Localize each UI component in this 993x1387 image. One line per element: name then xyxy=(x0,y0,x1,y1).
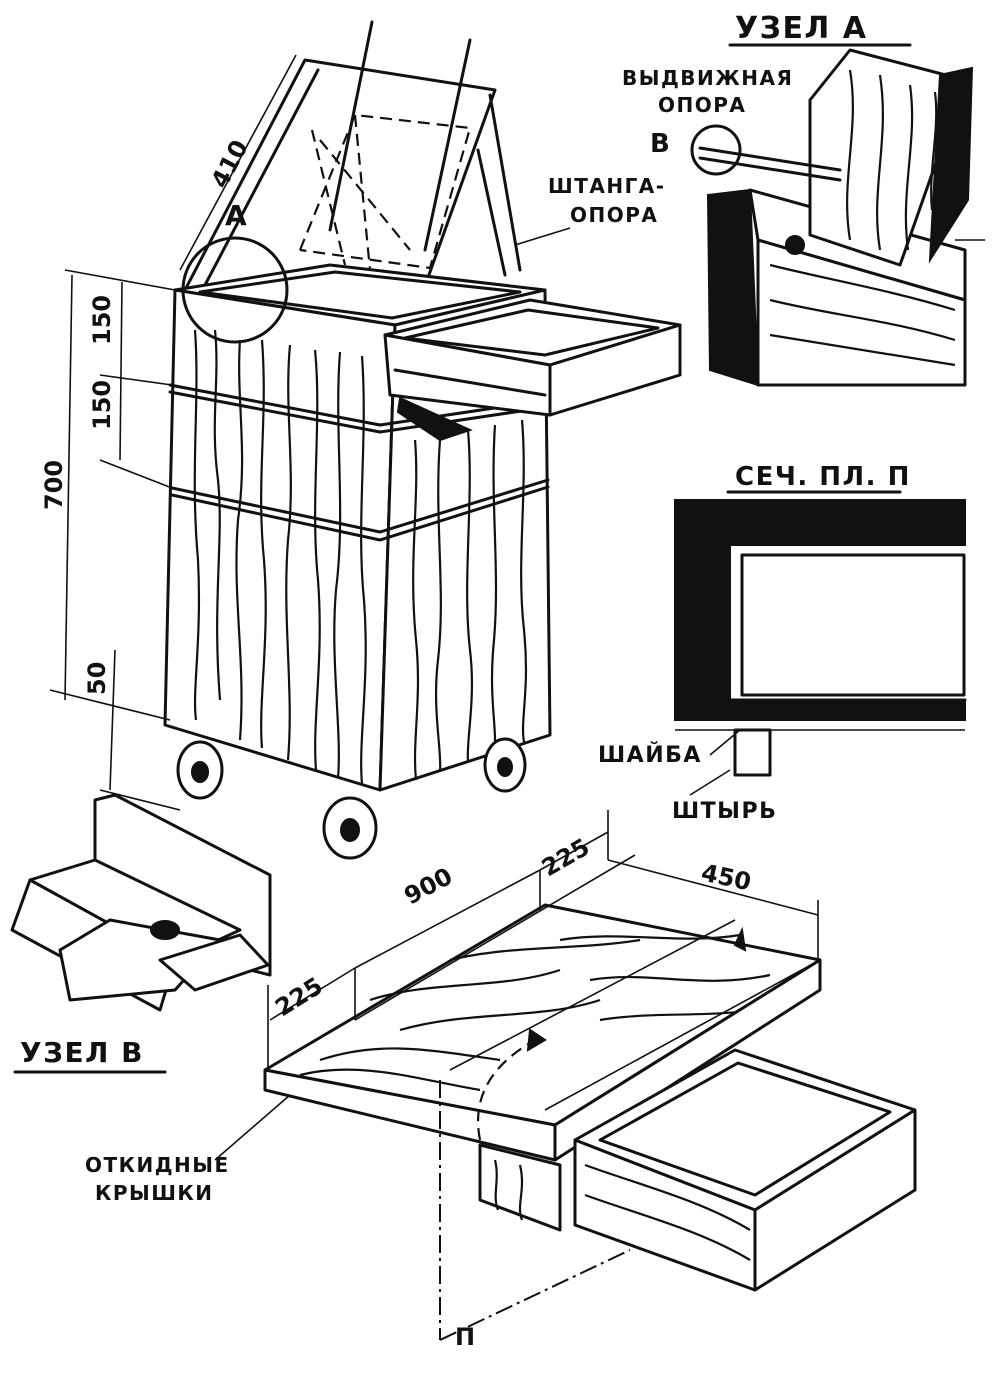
sliding-support-label-2: ОПОРА xyxy=(658,93,746,117)
pin-label: ШТЫРЬ xyxy=(672,799,777,824)
section-p-detail: СЕЧ. ПЛ. П ШАЙБА ШТЫРЬ xyxy=(598,462,967,824)
washer-label: ШАЙБА xyxy=(598,742,702,768)
node-b-detail: УЗЕЛ В xyxy=(10,793,272,1074)
cabinet-drawing: А 410 150 150 700 50 ШТАНГА- ОПОРА xyxy=(40,20,682,860)
cabinet-dimensions xyxy=(49,269,181,811)
node-b-marker: В xyxy=(650,129,671,159)
detail-b-circle xyxy=(690,124,742,176)
rod-support-label-2: ОПОРА xyxy=(570,203,658,227)
rod-support-label-1: ШТАНГА- xyxy=(548,174,666,198)
flap-lids-label-2: КРЫШКИ xyxy=(95,1181,214,1205)
cabinet-side-drawer xyxy=(383,298,682,442)
node-a-marker: А xyxy=(225,199,248,232)
dim-top-150a: 150 xyxy=(88,295,116,345)
plane-marker: П xyxy=(455,1323,477,1351)
node-b-title: УЗЕЛ В xyxy=(20,1036,144,1069)
table-drawing: П xyxy=(263,810,917,1351)
dim-table-900: 900 xyxy=(400,862,457,910)
dim-height: 700 xyxy=(40,460,68,510)
sliding-support-label-1: ВЫДВИЖНАЯ xyxy=(622,66,793,90)
dim-table-450: 450 xyxy=(699,858,754,896)
section-title: СЕЧ. ПЛ. П xyxy=(735,462,911,492)
flap-lids-label-1: ОТКИДНЫЕ xyxy=(85,1153,230,1177)
cabinet-body xyxy=(163,263,552,860)
detail-a-circle xyxy=(181,236,289,344)
dim-table-225-right: 225 xyxy=(537,833,594,882)
node-a-title: УЗЕЛ А xyxy=(735,11,868,46)
node-a-detail: УЗЕЛ А ВЫДВИЖНАЯ ОПОРА В xyxy=(622,11,985,387)
dim-wheel: 50 xyxy=(83,662,111,695)
dim-top-150b: 150 xyxy=(88,380,116,430)
